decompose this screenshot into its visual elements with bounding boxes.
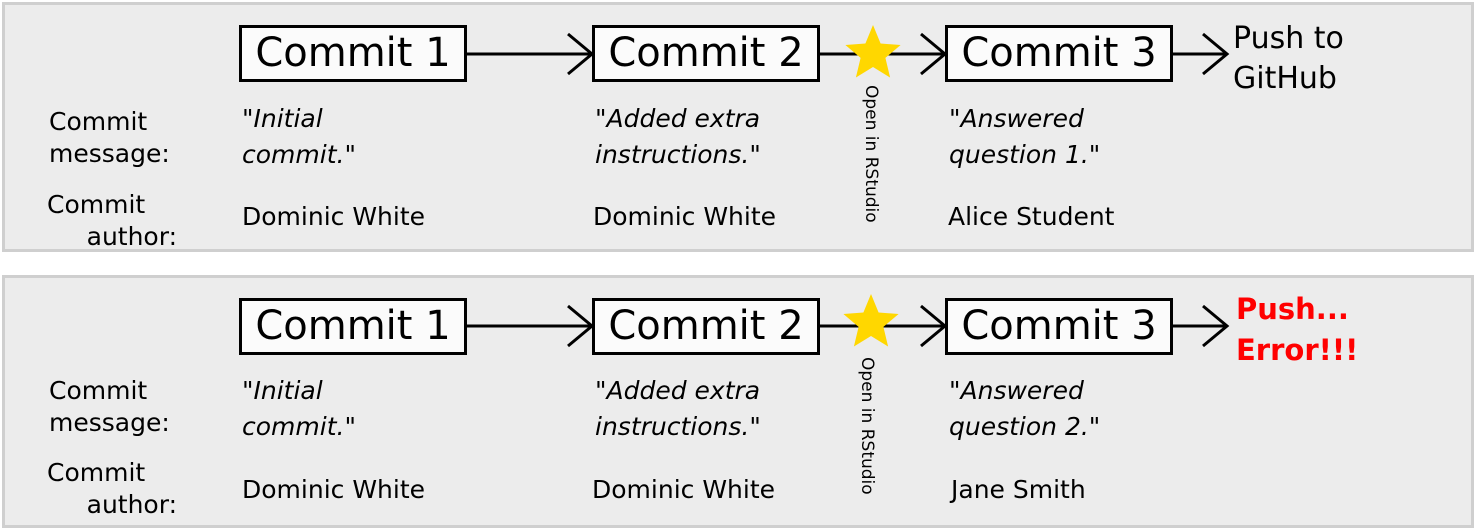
label-line: Commit (49, 376, 148, 405)
label-line: Commit (49, 107, 148, 136)
message-line: question 2." (949, 412, 1101, 441)
label-line: message: (49, 139, 170, 168)
message-line: commit." (242, 412, 356, 441)
arrowhead-icon (1202, 32, 1230, 76)
commit-message-label: Commit message: (49, 375, 170, 439)
commit-2-author: Dominic White (593, 202, 777, 231)
commit-1-box: Commit 1 (239, 25, 467, 82)
arrowhead-icon (1202, 304, 1230, 348)
message-line: "Initial (242, 104, 323, 133)
commit-1-author: Dominic White (242, 475, 426, 504)
commit-1-message: "Initial commit." (242, 373, 356, 445)
push-line: GitHub (1233, 61, 1337, 96)
commit-3-author: Alice Student (948, 202, 1115, 231)
message-line: instructions." (595, 140, 761, 169)
push-line: Push to (1233, 21, 1344, 56)
panel-push-error: Commit 1 Commit 2 Commit 3 Commit messag… (2, 275, 1474, 528)
star-icon (843, 294, 899, 347)
push-label: Push to GitHub (1233, 19, 1344, 99)
commit-2-author: Dominic White (592, 475, 776, 504)
commit-1-author: Dominic White (242, 202, 426, 231)
message-line: "Answered (949, 104, 1084, 133)
commit-author-label: Commit author: (47, 457, 177, 521)
push-error-label: Push... Error!!! (1236, 289, 1358, 371)
message-line: "Answered (949, 376, 1084, 405)
label-line: author: (86, 222, 177, 251)
commit-3-message: "Answered question 1." (949, 101, 1100, 173)
message-line: commit." (242, 140, 356, 169)
commit-3-message: "Answered question 2." (949, 373, 1100, 445)
star-icon (845, 25, 901, 78)
commit-2-box: Commit 2 (592, 25, 820, 82)
label-line: author: (86, 490, 177, 519)
commit-author-label: Commit author: (47, 189, 177, 253)
message-line: "Added extra (595, 376, 761, 405)
arrowhead-icon (920, 32, 948, 76)
push-line: Push... (1236, 292, 1349, 326)
message-line: question 1." (949, 140, 1101, 169)
commit-1-message: "Initial commit." (242, 101, 356, 173)
message-line: instructions." (595, 412, 761, 441)
message-line: "Added extra (595, 104, 761, 133)
panel-successful-push: Commit 1 Commit 2 Commit 3 Commit messag… (2, 2, 1474, 252)
commit-2-box: Commit 2 (592, 298, 820, 355)
message-line: "Initial (242, 376, 323, 405)
commit-3-box: Commit 3 (945, 25, 1173, 82)
panel-1-arrows (467, 25, 1230, 78)
commit-message-label: Commit message: (49, 106, 170, 170)
push-line: Error!!! (1236, 333, 1359, 367)
commit-3-box: Commit 3 (945, 298, 1173, 355)
arrowhead-icon (567, 304, 595, 348)
label-line: message: (49, 408, 170, 437)
commit-3-author: Jane Smith (951, 475, 1086, 504)
label-line: Commit (47, 458, 146, 487)
label-line: Commit (47, 190, 146, 219)
commit-1-box: Commit 1 (239, 298, 467, 355)
arrowhead-icon (920, 304, 948, 348)
commit-2-message: "Added extra instructions." (595, 373, 761, 445)
panel-2-arrows (467, 294, 1230, 348)
arrowhead-icon (567, 32, 595, 76)
commit-2-message: "Added extra instructions." (595, 101, 761, 173)
